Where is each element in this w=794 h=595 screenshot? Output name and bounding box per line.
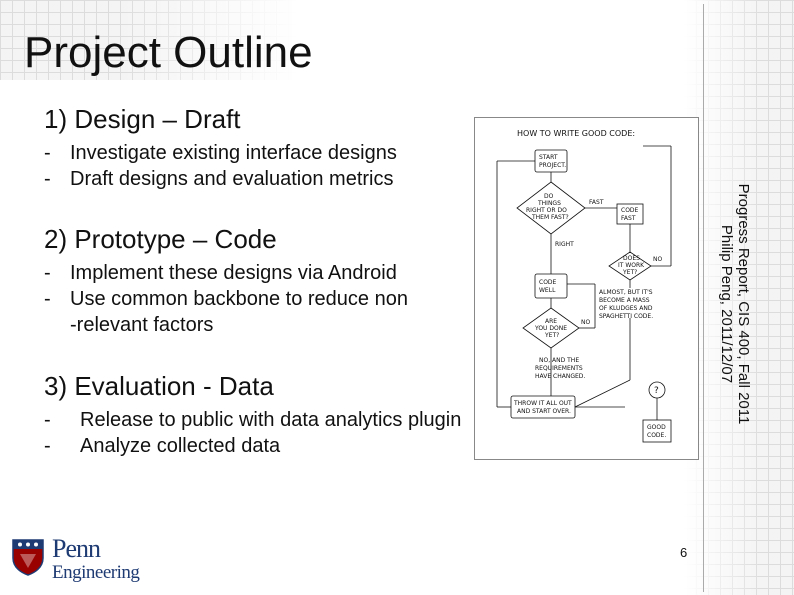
section-heading-prototype: 2) Prototype – Code [44,224,277,254]
svg-text:FAST: FAST [589,199,604,206]
svg-text:IT WORK: IT WORK [618,262,645,269]
svg-text:CODE: CODE [621,207,639,214]
prototype-bullet-list: -Implement these designs via Android -Us… [44,260,408,338]
list-item: -Investigate existing interface designs [44,142,397,164]
svg-text:RIGHT OR DO: RIGHT OR DO [526,207,567,214]
svg-text:BECOME A MASS: BECOME A MASS [599,297,650,304]
design-bullet-list: -Investigate existing interface designs … [44,140,397,192]
grid-background-right [684,0,794,595]
slide-title: Project Outline [24,28,313,77]
page-number: 6 [680,545,688,560]
svg-text:RIGHT: RIGHT [555,241,574,248]
comic-title: HOW TO WRITE GOOD CODE: [517,129,635,138]
grid-background-left [0,0,300,80]
svg-text:THINGS: THINGS [537,200,561,207]
svg-text:START: START [539,154,558,161]
evaluation-bullet-list: -Release to public with data analytics p… [44,407,500,459]
svg-text:GOOD: GOOD [647,424,666,431]
svg-text:ALMOST, BUT IT'S: ALMOST, BUT IT'S [599,289,653,296]
list-item-continuation: -relevant factors [70,314,214,336]
svg-text:PROJECT.: PROJECT. [539,162,566,169]
svg-text:YET?: YET? [622,269,637,276]
svg-text:THEM FAST?: THEM FAST? [531,214,569,221]
svg-text:CODE.: CODE. [647,432,666,439]
svg-text:THROW IT ALL OUT: THROW IT ALL OUT [513,400,572,407]
svg-text:NO: NO [581,319,590,326]
svg-text:HAVE CHANGED.: HAVE CHANGED. [535,373,585,380]
svg-text:?: ? [654,386,659,396]
svg-text:YOU DONE: YOU DONE [534,325,567,332]
side-footer-text: Progress Report, CIS 400, Fall 2011 Phil… [718,183,752,425]
svg-text:FAST: FAST [621,215,636,222]
svg-text:AND START OVER.: AND START OVER. [517,408,571,415]
flowchart-svg: HOW TO WRITE GOOD CODE: START PROJECT. D… [496,129,672,443]
list-item: -Implement these designs via Android [44,262,397,284]
svg-text:YET?: YET? [544,332,559,339]
svg-text:WELL: WELL [539,287,556,294]
svg-text:REQUIREMENTS: REQUIREMENTS [535,365,583,372]
svg-text:CODE: CODE [539,279,557,286]
svg-text:NO: NO [653,256,662,263]
list-item: -Use common backbone to reduce non [44,288,408,310]
svg-text:SPAGHETTI CODE.: SPAGHETTI CODE. [599,313,653,320]
section-heading-evaluation: 3) Evaluation - Data [44,371,274,401]
svg-text:ARE: ARE [545,318,557,325]
list-item: -Release to public with data analytics p… [44,409,462,431]
svg-text:DOES: DOES [623,255,640,262]
list-item: -Draft designs and evaluation metrics [44,168,394,190]
list-item: -Analyze collected data [44,435,281,457]
vertical-divider [703,4,704,592]
svg-text:DO: DO [544,193,554,200]
shield-icon [12,539,44,576]
section-heading-design: 1) Design – Draft [44,104,241,134]
svg-text:NO, AND THE: NO, AND THE [539,357,579,364]
penn-engineering-logo: Penn Engineering [12,534,152,586]
svg-text:OF KLUDGES AND: OF KLUDGES AND [599,305,653,312]
flowchart-comic: HOW TO WRITE GOOD CODE: START PROJECT. D… [474,117,699,460]
